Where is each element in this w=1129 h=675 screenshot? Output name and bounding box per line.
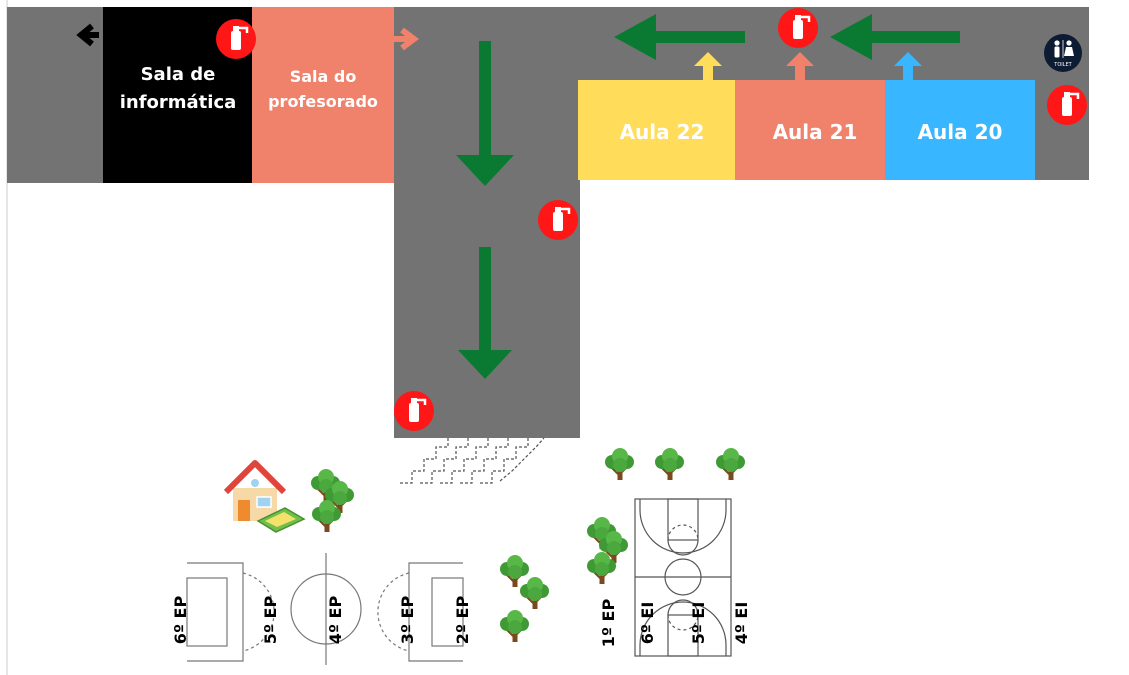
exit-arrow-icon [894,52,922,80]
room-sala-profesorado [252,7,394,183]
zone-label-1-ep: 1º EP [599,599,618,648]
tree-icon [604,447,635,481]
room-aula-21 [735,80,885,180]
tree-icon [654,447,685,481]
exit-arrow-icon [456,41,514,186]
toilet-icon: TOILET [1044,34,1082,72]
exit-arrow-icon [76,23,99,47]
room-label-informatica-2: informática [120,92,237,113]
zone-label-3-ep: 3º EP [398,596,417,645]
fire-extinguisher-icon [776,6,820,50]
room-aula-20 [885,80,1035,180]
basketball-court [634,498,732,657]
room-aula-22 [578,80,735,180]
zone-label-5-ep: 5º EP [261,596,280,645]
exit-arrow-icon [458,247,512,379]
zone-label-4-ep: 4º EP [326,596,345,645]
exit-arrow-icon [694,52,722,80]
fire-extinguisher-icon [392,389,436,433]
room-label-profesorado-1: Sala do [290,67,357,86]
room-label-profesorado-2: profesorado [268,92,378,111]
room-label-aula-20: Aula 20 [918,120,1003,144]
toilet-label: TOILET [1053,62,1072,68]
room-label-informatica-1: Sala de [141,64,216,85]
football-court [377,562,464,662]
tree-icon [715,447,746,481]
fire-extinguisher-icon [536,198,580,242]
football-court [186,562,275,662]
fire-extinguisher-icon [214,17,258,61]
exit-arrow-icon [830,14,960,60]
tree-icon [519,576,550,610]
zone-label-6-ep: 6º EP [171,596,190,645]
football-court [290,553,362,665]
stairs-icon [400,437,545,484]
zone-label-2-ep: 2º EP [453,596,472,645]
house-icon [223,460,287,521]
exit-arrow-icon [786,52,814,80]
fire-extinguisher-icon [1045,83,1089,127]
room-label-aula-22: Aula 22 [620,120,705,144]
sandbox-icon [256,507,306,533]
corridor-white-gap [580,180,1129,183]
room-label-aula-21: Aula 21 [773,120,858,144]
zone-label-4-ei: 4º EI [732,602,751,645]
exit-arrow-icon [393,27,419,51]
zone-label-6-ei: 6º EI [638,602,657,645]
zone-label-5-ei: 5º EI [689,602,708,645]
tree-icon [499,554,530,588]
tree-icon [499,609,530,643]
exit-arrow-icon [614,14,745,60]
